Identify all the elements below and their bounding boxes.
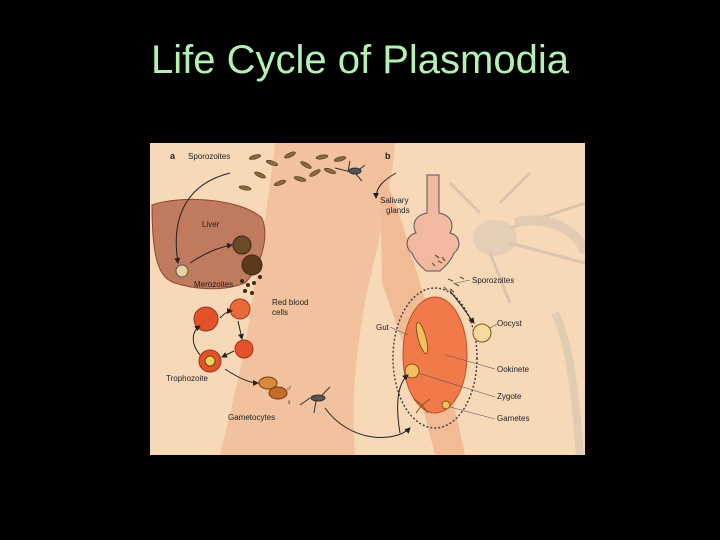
- label-sporozoites-mosquito: Sporozoites: [472, 276, 514, 285]
- label-male-symbol: ♂: [286, 384, 292, 393]
- label-zygote: Zygote: [497, 392, 522, 401]
- label-gut: Gut: [376, 323, 390, 332]
- label-sporozoites-top: Sporozoites: [188, 152, 230, 161]
- panel-b-letter: b: [385, 151, 391, 161]
- label-salivary-glands-line1: Salivary: [380, 196, 408, 205]
- liver-sporozoite-entry-icon: [176, 265, 188, 277]
- label-red-blood-cells-line2: cells: [272, 308, 288, 317]
- label-red-blood-cells-line1: Red blood: [272, 298, 308, 307]
- rbc-infected-3: [235, 340, 253, 358]
- label-oocyst: Oocyst: [497, 319, 523, 328]
- label-liver: Liver: [202, 220, 220, 229]
- trophozoite-cell-icon: [205, 356, 215, 366]
- label-ookinete: Ookinete: [497, 365, 530, 374]
- plasmodium-life-cycle-diagram: a b Sporozoites Liver Merozoites Red blo…: [150, 143, 585, 455]
- mosquito-gut: [403, 297, 467, 413]
- liver-hepatocyte-icon: [233, 236, 251, 254]
- label-gametocytes: Gametocytes: [228, 413, 275, 422]
- label-female-symbol: ♀: [286, 398, 292, 407]
- oocyst-icon: [473, 324, 491, 342]
- label-merozoites: Merozoites: [194, 280, 233, 289]
- label-salivary-glands-line2: glands: [386, 206, 410, 215]
- label-trophozoite: Trophozoite: [166, 374, 209, 383]
- slide-title: Life Cycle of Plasmodia: [0, 38, 720, 83]
- infected-hepatocyte-icon: [242, 255, 262, 275]
- label-gametes: Gametes: [497, 414, 529, 423]
- rbc-infected-2: [230, 299, 250, 319]
